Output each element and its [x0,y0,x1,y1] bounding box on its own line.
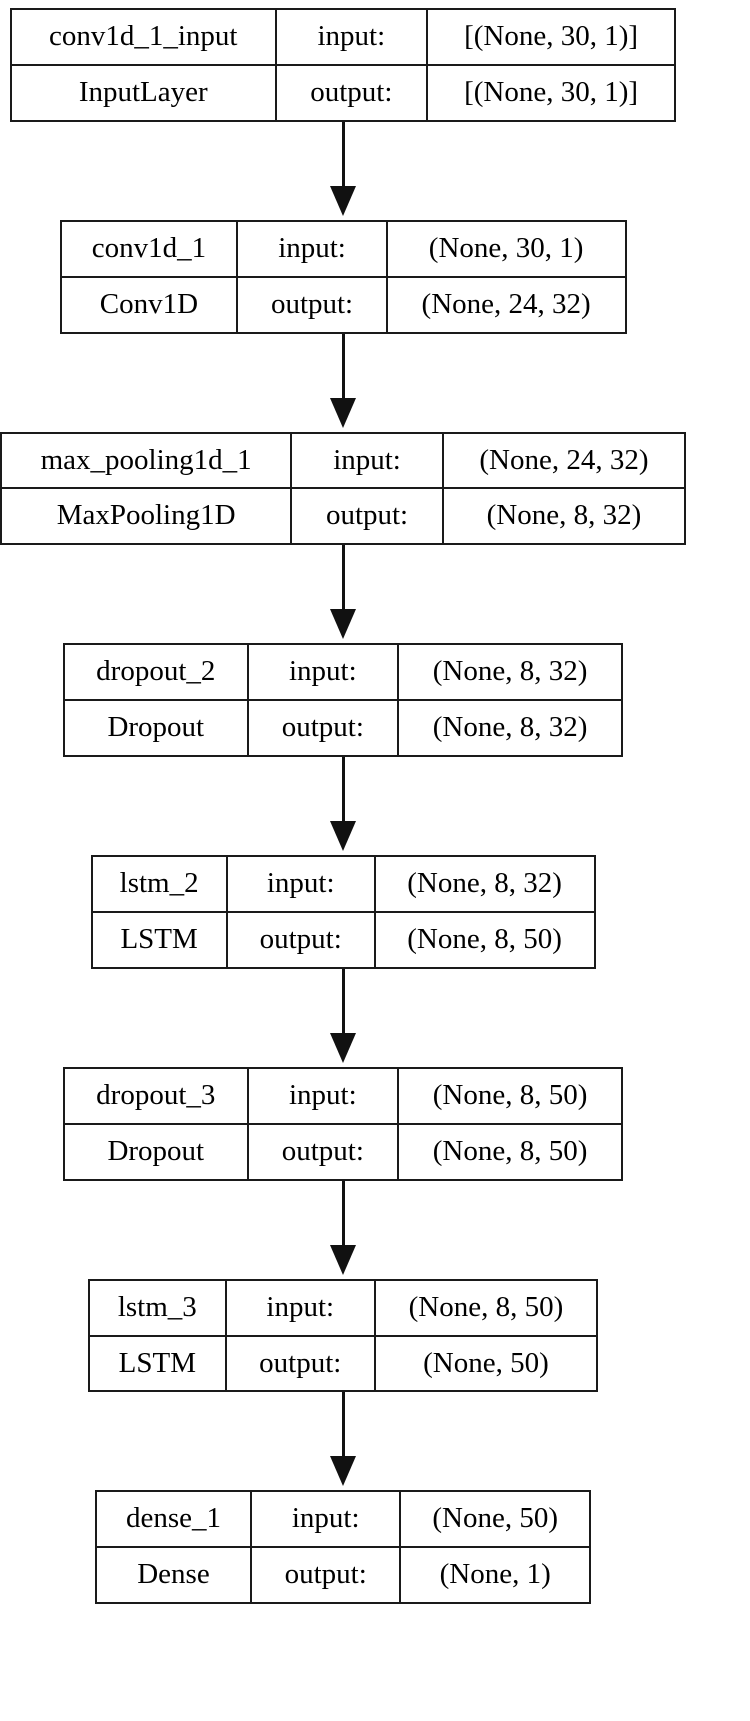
input-shape: (None, 8, 50) [397,1066,623,1125]
layer-name: dense_1 [95,1490,252,1549]
layer-node-dense_1: dense_1 input: (None, 50) Dense output: … [95,1490,591,1605]
edge-line [341,545,345,612]
output-shape: [(None, 30, 1)] [426,63,676,122]
layer-class: Dropout [63,699,249,758]
layer-name: max_pooling1d_1 [0,431,293,490]
edge-line [341,1392,345,1459]
layer-class: Dense [95,1546,252,1605]
input-label: input: [224,1278,376,1337]
input-label: input: [246,1066,400,1125]
input-label: input: [246,643,400,702]
input-shape: (None, 8, 50) [373,1278,599,1337]
input-label: input: [225,855,376,914]
input-shape: (None, 8, 32) [373,855,596,914]
output-label: output: [225,911,376,969]
output-shape: (None, 8, 32) [441,487,687,546]
edge-line [341,757,345,824]
edge-line [341,333,345,400]
arrowhead-icon [330,397,356,428]
output-label: output: [290,487,444,546]
input-shape: (None, 50) [399,1490,591,1549]
layer-class: Conv1D [59,275,239,334]
layer-name: lstm_2 [90,855,228,914]
edge-line [341,968,345,1035]
output-label: output: [246,1122,400,1181]
output-shape: (None, 8, 50) [397,1122,623,1181]
input-shape: (None, 30, 1) [385,219,627,278]
input-label: input: [290,431,444,490]
input-label: input: [249,1490,402,1549]
edge-arrow-icon [330,121,356,220]
output-shape: (None, 24, 32) [385,275,627,334]
arrowhead-icon [330,609,356,640]
layer-node-lstm_2: lstm_2 input: (None, 8, 32) LSTM output:… [90,855,596,969]
layer-node-max_pooling1d_1: max_pooling1d_1 input: (None, 24, 32) Ma… [0,431,687,546]
layer-name: conv1d_1 [59,219,239,278]
edge-arrow-icon [330,545,356,643]
layer-class: InputLayer [10,63,277,122]
edge-arrow-icon [330,1392,356,1490]
edge-arrow-icon [330,968,356,1067]
output-shape: (None, 8, 32) [397,699,623,758]
layer-name: dropout_2 [63,643,249,702]
arrowhead-icon [330,1244,356,1275]
input-shape: (None, 24, 32) [441,431,687,490]
layer-name: dropout_3 [63,1066,249,1125]
input-label: input: [236,219,388,278]
layer-name: lstm_3 [88,1278,227,1337]
edge-line [341,121,345,188]
input-shape: [(None, 30, 1)] [426,8,676,66]
output-label: output: [236,275,388,334]
layer-class: Dropout [63,1122,249,1181]
model-architecture-diagram: conv1d_1_input input: [(None, 30, 1)] In… [0,8,687,1605]
layer-node-dropout_3: dropout_3 input: (None, 8, 50) Dropout o… [63,1066,623,1181]
input-label: input: [274,8,429,66]
arrowhead-icon [330,1032,356,1063]
layer-node-conv1d_1: conv1d_1 input: (None, 30, 1) Conv1D out… [59,219,627,334]
edge-arrow-icon [330,757,356,855]
output-shape: (None, 8, 50) [373,911,596,969]
arrowhead-icon [330,1456,356,1487]
layer-class: MaxPooling1D [0,487,293,546]
arrowhead-icon [330,821,356,852]
output-label: output: [224,1334,376,1393]
output-label: output: [274,63,429,122]
output-shape: (None, 1) [399,1546,591,1605]
layer-name: conv1d_1_input [10,8,277,66]
layer-node-dropout_2: dropout_2 input: (None, 8, 32) Dropout o… [63,643,623,758]
layer-node-conv1d_1_input: conv1d_1_input input: [(None, 30, 1)] In… [10,8,676,122]
input-shape: (None, 8, 32) [397,643,623,702]
output-shape: (None, 50) [373,1334,599,1393]
output-label: output: [249,1546,402,1605]
edge-arrow-icon [330,1180,356,1279]
edge-arrow-icon [330,333,356,432]
arrowhead-icon [330,185,356,216]
output-label: output: [246,699,400,758]
layer-node-lstm_3: lstm_3 input: (None, 8, 50) LSTM output:… [88,1278,599,1393]
layer-class: LSTM [90,911,228,969]
layer-class: LSTM [88,1334,227,1393]
edge-line [341,1180,345,1247]
